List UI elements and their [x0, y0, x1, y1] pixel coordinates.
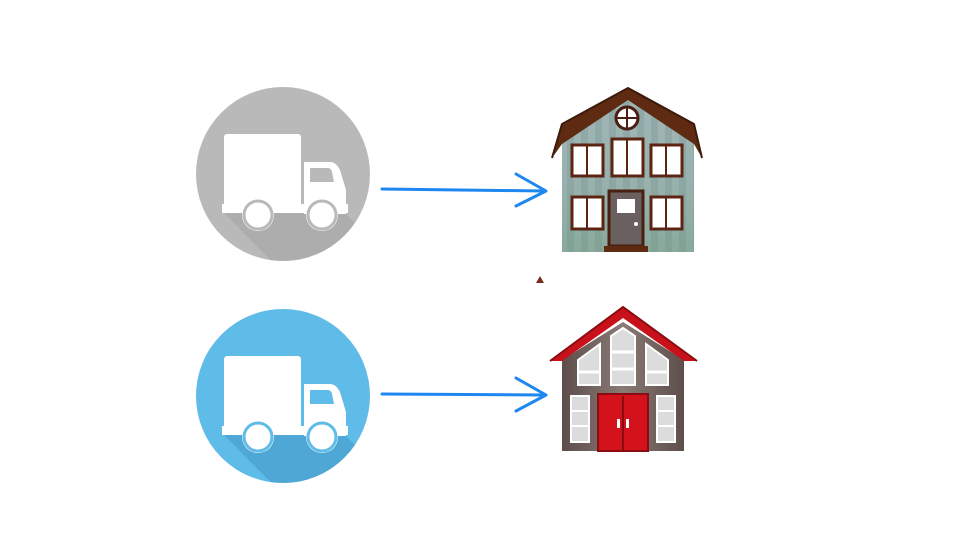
- right-arrow-icon: [380, 172, 548, 208]
- delivery-truck-icon: [196, 87, 370, 261]
- truck-long-shadow: [224, 435, 370, 483]
- red-house-icon: [549, 305, 698, 452]
- truck-shape: [222, 134, 348, 231]
- truck-shape: [222, 356, 348, 453]
- truck-long-shadow: [224, 213, 370, 261]
- barn-house-icon: [551, 86, 703, 252]
- delivery-truck-icon: [196, 309, 370, 483]
- right-arrow-icon: [380, 376, 548, 413]
- small-marker: [536, 276, 544, 283]
